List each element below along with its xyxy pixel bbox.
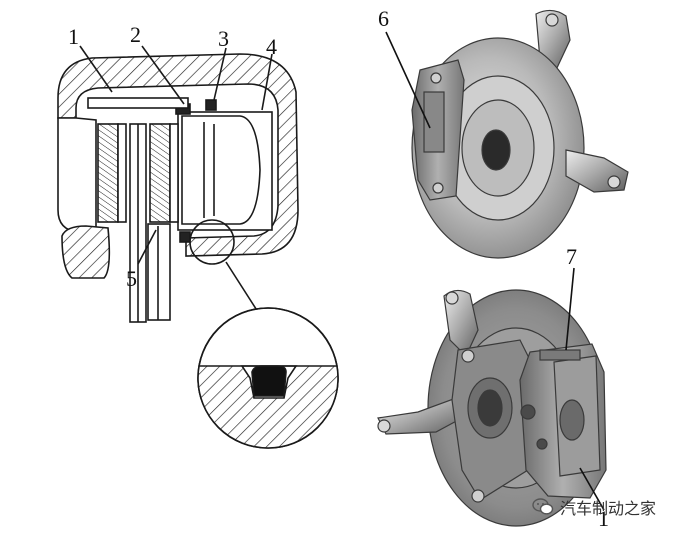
caliper-section-drawing [57,45,339,449]
seal-detail-magnified [197,307,339,449]
callout-4: 4 [266,34,277,59]
watermark-text: 汽车制动之家 [560,499,657,518]
brake-assembly-bottom [377,267,607,527]
piston [181,115,261,225]
caliper-housing [57,53,299,257]
watermark: 汽车制动之家 [532,496,656,518]
callout-5: 5 [126,266,137,291]
caliper-hook [61,225,111,279]
hub-bore [481,129,511,171]
outer-pad [97,123,119,223]
seal-3 [205,99,217,111]
callout-1-bottom: 1 [598,506,609,531]
inner-pad [149,123,171,223]
caliper-finger [57,117,97,233]
callout-6: 6 [378,6,389,31]
callout-7: 7 [566,244,577,269]
callout-1: 1 [68,24,79,49]
callout-2: 2 [130,22,141,47]
callout-3: 3 [218,26,229,51]
brake-assembly-top [385,9,629,259]
wechat-icon [532,498,554,515]
